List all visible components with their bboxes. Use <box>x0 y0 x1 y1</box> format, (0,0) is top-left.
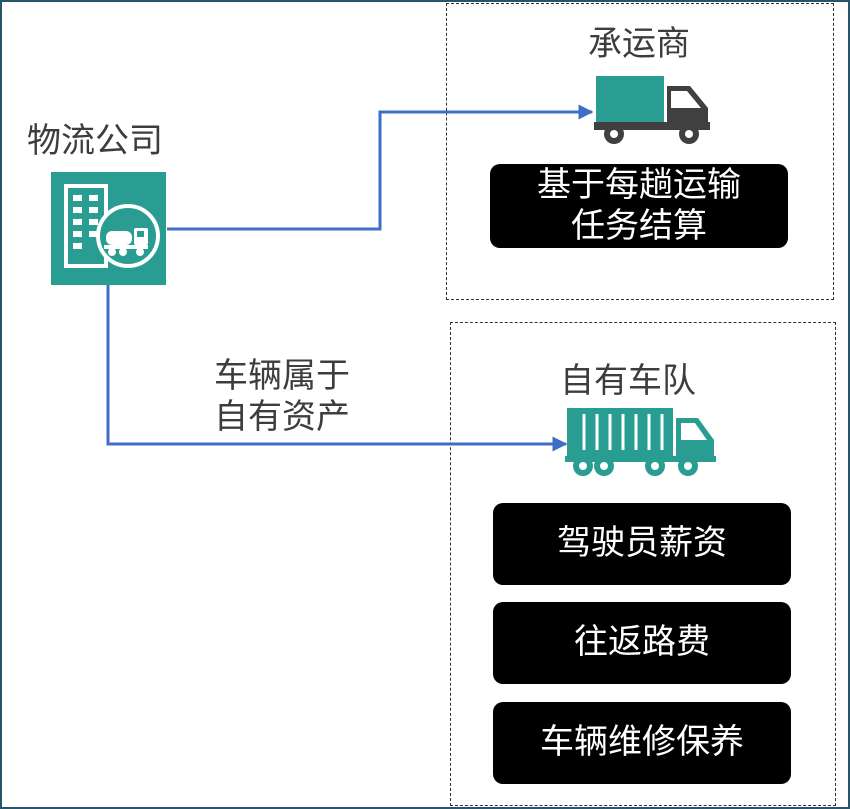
cost-item-label: 车辆维修保养 <box>540 722 744 763</box>
carrier-group <box>446 3 834 300</box>
own-fleet-group <box>450 322 836 806</box>
cost-item-driver-salary: 驾驶员薪资 <box>493 503 791 585</box>
company-label: 物流公司 <box>27 121 163 161</box>
asset-note: 车辆属于 自有资产 <box>214 356 350 439</box>
arrow-to-carrier <box>167 104 594 231</box>
carrier-settlement-line-1: 基于每趟运输 <box>537 164 741 205</box>
cost-item-label: 往返路费 <box>574 622 710 663</box>
cost-item-round-trip: 往返路费 <box>493 602 791 684</box>
cost-item-maintenance: 车辆维修保养 <box>493 702 791 784</box>
carrier-title: 承运商 <box>588 24 690 64</box>
cost-item-label: 驾驶员薪资 <box>557 523 727 564</box>
asset-note-line-1: 车辆属于 <box>214 356 350 396</box>
carrier-settlement-pill: 基于每趟运输 任务结算 <box>490 164 788 248</box>
carrier-settlement-line-2: 任务结算 <box>571 206 707 246</box>
asset-note-line-2: 自有资产 <box>214 397 350 438</box>
arrow-to-own-fleet <box>106 285 568 452</box>
own-fleet-title: 自有车队 <box>560 361 696 401</box>
